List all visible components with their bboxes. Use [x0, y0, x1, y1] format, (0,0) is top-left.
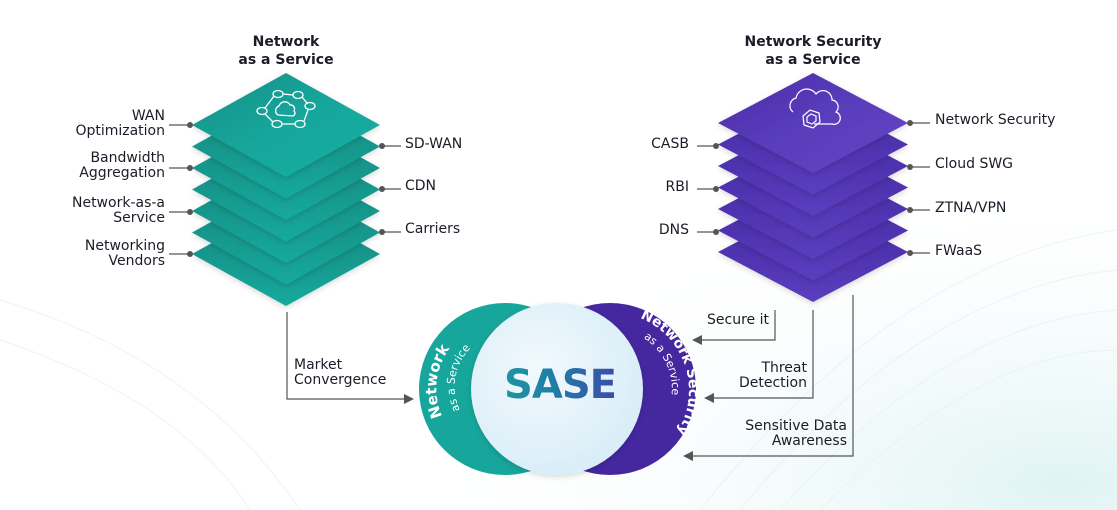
sensitive-data-awareness-label: Sensitive Data Awareness [745, 418, 847, 449]
naas-left-connector-1-dot [187, 122, 193, 128]
naas-label-bandwidth-aggregation: Bandwidth Aggregation [79, 150, 165, 181]
label-connectors [169, 120, 930, 257]
sase-center-circle [471, 303, 643, 475]
naas-label-network-as-a-service: Network-as-a Service [71, 195, 165, 226]
naas-right-connector-1-dot [379, 143, 385, 149]
sase-label: SASE [470, 360, 650, 410]
naas-left-connector-3-dot [187, 209, 193, 215]
nsaas-label-rbi: RBI [665, 179, 689, 195]
naas-label-carriers: Carriers [405, 221, 461, 237]
naas-label-cdn: CDN [405, 178, 437, 194]
naas-title: Network as a Service [176, 33, 396, 69]
nsaas-label-cloud-swg: Cloud SWG [935, 156, 1014, 172]
threat-detection-label: Threat Detection [738, 360, 807, 391]
nsaas-right-connector-3-dot [907, 207, 913, 213]
naas-label-networking-vendors: Networking Vendors [84, 238, 165, 269]
nsaas-title: Network Security as a Service [703, 33, 923, 69]
naas-label-wan-optimization: WAN Optimization [75, 108, 165, 139]
nsaas-label-network-security: Network Security [935, 112, 1056, 128]
nsaas-layer-stack [718, 73, 908, 302]
secure-it-arrow [692, 310, 776, 345]
naas-label-sd-wan: SD-WAN [405, 136, 463, 152]
nsaas-left-connector-3-dot [713, 229, 719, 235]
nsaas-left-connector-2-dot [713, 186, 719, 192]
nsaas-right-connector-4-dot [907, 250, 913, 256]
nsaas-label-dns: DNS [658, 222, 689, 238]
naas-right-connector-3-dot [379, 229, 385, 235]
nsaas-title-line1: Network Security [744, 34, 882, 50]
cloud-network-icon [256, 89, 316, 129]
naas-title-line1: Network [252, 34, 320, 50]
naas-left-connector-4-dot [187, 251, 193, 257]
nsaas-label-ztna-vpn: ZTNA/VPN [935, 200, 1007, 216]
nsaas-title-line2: as a Service [765, 52, 861, 68]
nsaas-right-connector-2-dot [907, 164, 913, 170]
market-convergence-arrow [286, 312, 414, 404]
threat-detection-arrow [704, 310, 814, 403]
naas-right-connector-2-dot [379, 186, 385, 192]
sensitive-data-arrow [683, 295, 854, 461]
nsaas-label-fwaas: FWaaS [935, 243, 983, 259]
naas-title-line2: as a Service [238, 52, 334, 68]
nsaas-label-casb: CASB [651, 136, 689, 152]
secure-it-label: Secure it [707, 312, 769, 328]
naas-layer-1 [192, 73, 380, 177]
flow-arrows [286, 295, 854, 461]
nsaas-left-connector-1-dot [713, 143, 719, 149]
market-convergence-label: Market Convergence [294, 357, 387, 388]
nsaas-right-connector-1-dot [907, 120, 913, 126]
naas-left-connector-2-dot [187, 165, 193, 171]
cloud-shield-icon [789, 88, 841, 129]
naas-layer-stack [192, 73, 380, 306]
sase-venn [419, 303, 696, 475]
